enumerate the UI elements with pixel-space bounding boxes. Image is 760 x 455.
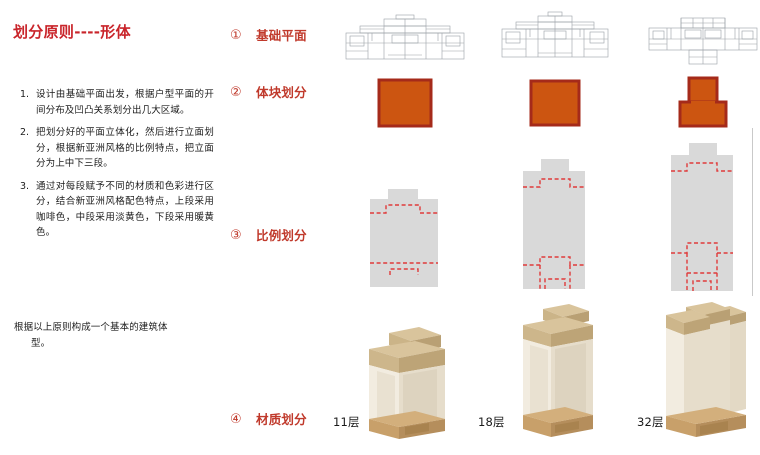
- proportion-diagram-11f: [330, 130, 480, 295]
- mass-block-32f: [628, 72, 760, 134]
- list-item-text: 把划分好的平面立体化，然后进行立面划分，根据新亚洲风格的比例特点，把立面分为上中…: [36, 127, 214, 169]
- closing-line-2: 型。: [31, 337, 51, 349]
- step-number-3: ③: [230, 228, 242, 243]
- building-3d-11f: [330, 295, 480, 447]
- vertical-divider: [752, 128, 753, 296]
- step-label-mass-division: ② 体块划分: [230, 85, 308, 101]
- floor-plan-11f: [330, 5, 480, 73]
- floor-plan-32f: [628, 5, 760, 73]
- step-number-1: ①: [230, 28, 242, 43]
- list-item: 3. 通过对每段赋予不同的材质和色彩进行区分，结合新亚洲风格配色特点，上段采用咖…: [14, 179, 214, 241]
- list-item-number: 3.: [20, 180, 30, 192]
- building-3d-32f: [628, 295, 760, 447]
- floor-plan-18f: [480, 5, 630, 73]
- step-label-basic-plan: ① 基础平面: [230, 28, 308, 44]
- closing-line-1: 根据以上原则构成一个基本的建筑体: [14, 322, 168, 333]
- step-text-2: 体块划分: [256, 85, 307, 100]
- proportion-massing-icon: [523, 159, 585, 289]
- list-item-text: 设计由基础平面出发，根据户型平面的开间分布及凹凸关系划分出几大区域。: [36, 89, 214, 116]
- step-text-3: 比例划分: [256, 228, 307, 243]
- building-massing-3d-cluster-icon: [666, 302, 746, 437]
- building-massing-3d-icon: [369, 327, 445, 439]
- step-text-4: 材质划分: [256, 412, 307, 427]
- mass-block-11f: [330, 72, 480, 134]
- mass-block-square-icon: [529, 79, 581, 127]
- diagram-column-18f: [480, 0, 630, 455]
- proportion-diagram-18f: [480, 130, 630, 295]
- building-massing-3d-icon: [523, 304, 593, 437]
- left-text-panel: 划分原则----形体 1. 设计由基础平面出发，根据户型平面的开间分布及凹凸关系…: [0, 0, 222, 455]
- step-label-material-division: ④ 材质划分: [230, 412, 308, 428]
- diagram-column-11f: [330, 0, 480, 455]
- proportion-massing-icon: [370, 189, 438, 287]
- floor-plan-drawing-icon: [501, 11, 609, 58]
- mass-block-t-shape-icon: [678, 76, 728, 128]
- diagram-column-32f: [628, 0, 760, 455]
- step-label-proportion-division: ③ 比例划分: [230, 228, 308, 244]
- list-item-text: 通过对每段赋予不同的材质和色彩进行区分，结合新亚洲风格配色特点，上段采用咖啡色，…: [36, 180, 214, 239]
- proportion-diagram-32f: [628, 130, 760, 295]
- closing-statement: 根据以上原则构成一个基本的建筑体 型。: [14, 320, 210, 351]
- building-3d-18f: [480, 295, 630, 447]
- floor-plan-drawing-icon: [345, 14, 465, 60]
- floor-count-18f: 18层: [478, 415, 505, 429]
- step-text-1: 基础平面: [256, 28, 307, 43]
- mass-block-square-icon: [377, 78, 433, 128]
- principles-list: 1. 设计由基础平面出发，根据户型平面的开间分布及凹凸关系划分出几大区域。 2.…: [14, 87, 214, 248]
- list-item: 2. 把划分好的平面立体化，然后进行立面划分，根据新亚洲风格的比例特点，把立面分…: [14, 125, 214, 172]
- floor-plan-drawing-icon: [648, 17, 758, 65]
- list-item-number: 1.: [20, 89, 30, 100]
- step-number-4: ④: [230, 412, 242, 427]
- list-item-number: 2.: [20, 127, 30, 138]
- proportion-massing-icon: [671, 143, 733, 291]
- mass-block-18f: [480, 72, 630, 134]
- page-title: 划分原则----形体: [13, 23, 131, 41]
- floor-count-11f: 11层: [333, 415, 360, 429]
- step-number-2: ②: [230, 85, 242, 100]
- floor-count-32f: 32层: [637, 415, 664, 429]
- list-item: 1. 设计由基础平面出发，根据户型平面的开间分布及凹凸关系划分出几大区域。: [14, 87, 214, 118]
